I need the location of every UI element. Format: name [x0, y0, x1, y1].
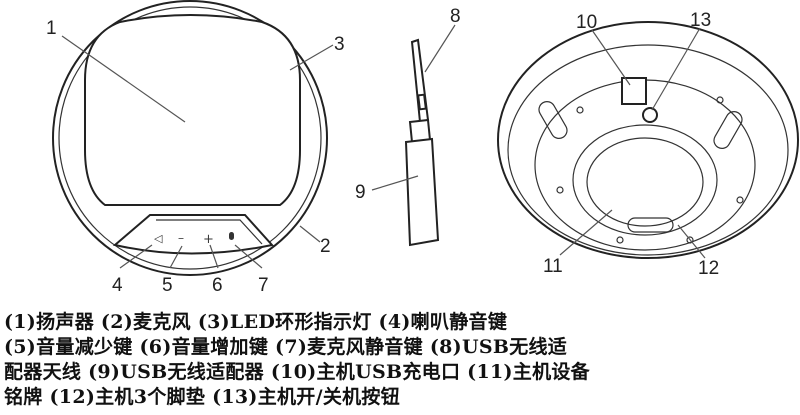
speakerphone-bottom: [497, 21, 799, 259]
legend-line: (1)扬声器 (2)麦克风 (3)LED环形指示灯 (4)喇叭静音键: [4, 311, 508, 333]
callout-5: 5: [162, 275, 173, 296]
speaker-grille: [84, 14, 301, 206]
power-button: [642, 107, 658, 123]
callout-1: 1: [46, 18, 57, 39]
callout-11: 11: [543, 256, 563, 277]
volume-up-icon: +: [203, 232, 214, 247]
speakerphone-front: ◁ – +: [52, 0, 328, 276]
callout-2: 2: [320, 236, 331, 257]
button-panel: [112, 214, 274, 255]
product-diagram: ◁ – + 1 3 2 4 5 6 7: [46, 0, 799, 296]
legend-line: 配器天线 (9)USB无线适配器 (10)主机USB充电口 (11)主机设备: [4, 361, 590, 383]
callout-6: 6: [212, 275, 223, 296]
volume-down-icon: –: [178, 231, 184, 245]
usb-dongle: [404, 38, 440, 247]
usb-port: [621, 77, 647, 105]
callout-10: 10: [576, 12, 597, 33]
callout-13: 13: [690, 10, 711, 31]
legend-line: 铭牌 (12)主机3个脚垫 (13)主机开/关机按钮: [4, 386, 401, 408]
callout-3: 3: [334, 34, 345, 55]
parts-legend: (1)扬声器 (2)麦克风 (3)LED环形指示灯 (4)喇叭静音键 (5)音量…: [4, 310, 800, 410]
mic-mute-icon: [229, 232, 234, 240]
callout-9: 9: [355, 182, 366, 203]
callout-12: 12: [698, 258, 719, 279]
legend-line: (5)音量减少键 (6)音量增加键 (7)麦克风静音键 (8)USB无线适: [4, 336, 568, 358]
callout-7: 7: [258, 275, 269, 296]
callout-4: 4: [112, 275, 123, 296]
dongle-body: [404, 137, 440, 247]
speaker-mute-icon: ◁: [154, 232, 163, 245]
callout-8: 8: [450, 6, 461, 27]
